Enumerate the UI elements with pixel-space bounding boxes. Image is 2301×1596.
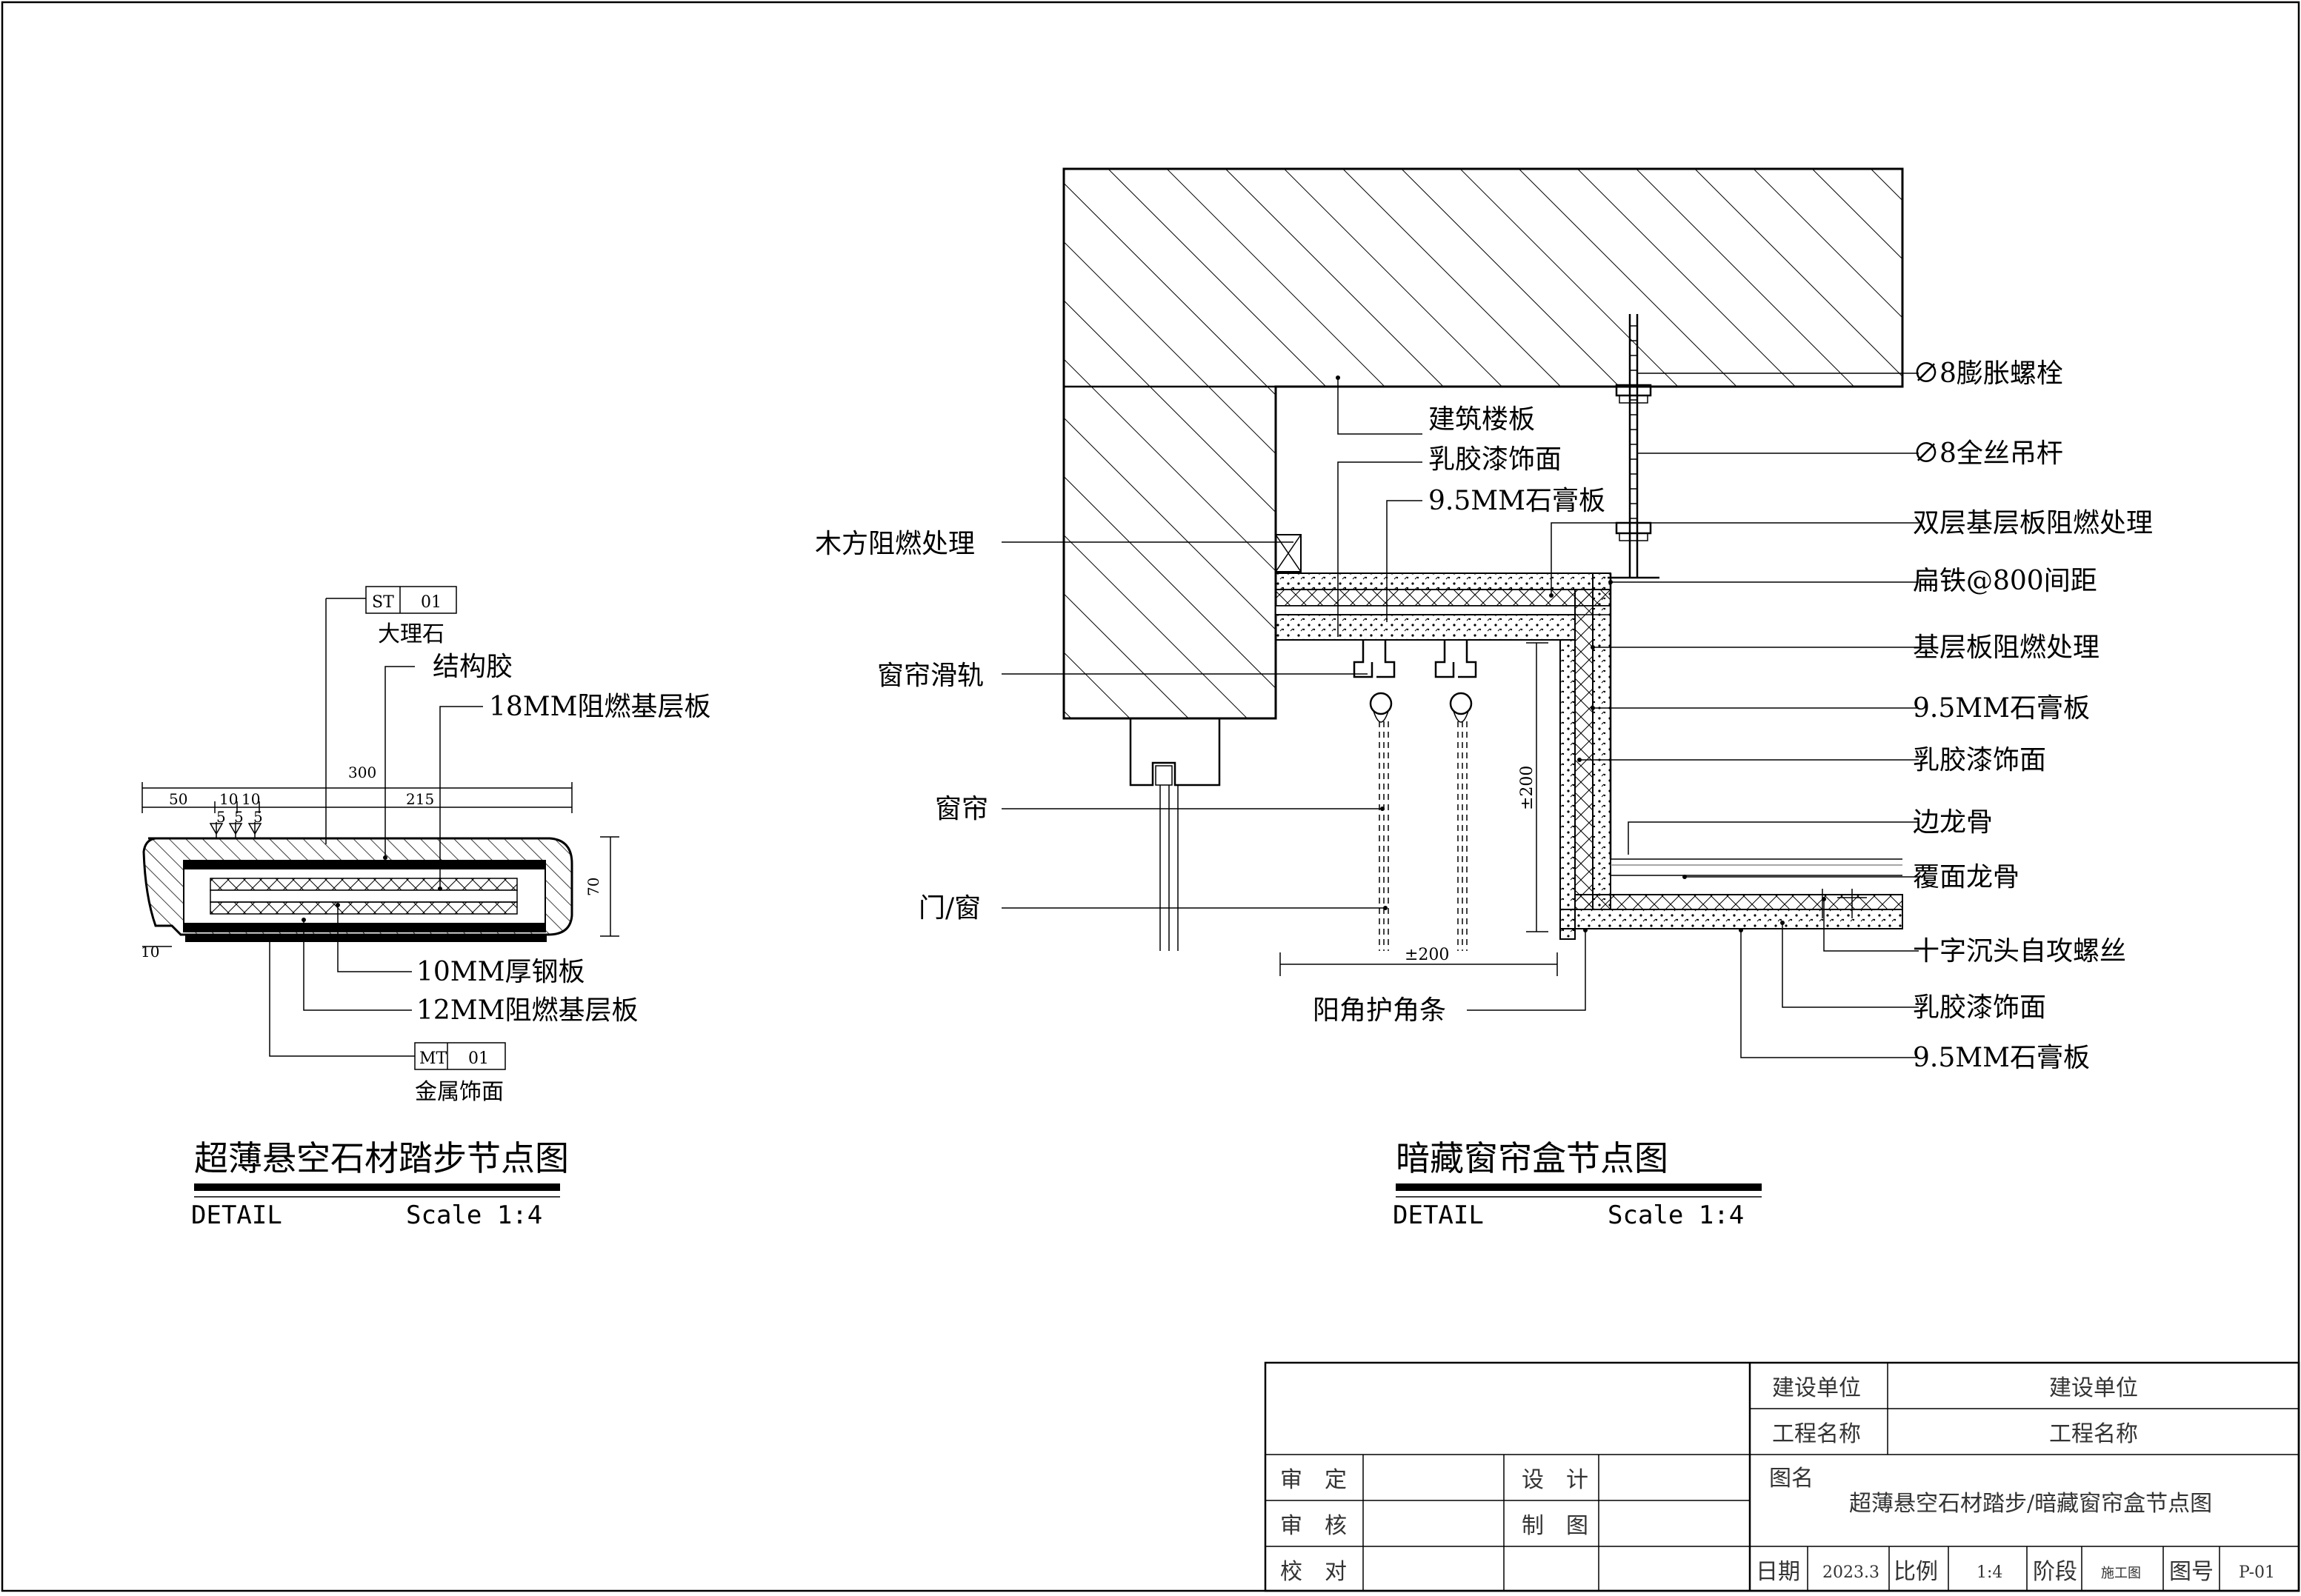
label-threaded-rod: ∅8全丝吊杆 bbox=[1913, 438, 2063, 469]
tb-review-label: 审 定 bbox=[1280, 1467, 1347, 1493]
curtain-right-leaders bbox=[1549, 373, 1919, 1058]
tb-client-value: 建设单位 bbox=[2049, 1375, 2138, 1401]
scale-label: Scale 1:4 bbox=[1608, 1201, 1744, 1230]
curtain-box-dimensions: ±200 ±200 bbox=[1279, 642, 1558, 976]
tag-caption-marble: 大理石 bbox=[378, 621, 444, 647]
material-tag-stone: ST 01 大理石 bbox=[325, 586, 457, 844]
curtain-box-detail: ±200 ±200 木方阻燃处理 窗帘滑轨 窗帘 门/窗 阳角护角条 bbox=[815, 167, 2153, 1230]
tag-code: MT bbox=[419, 1049, 447, 1068]
label-wood-block: 木方阻燃处理 bbox=[815, 529, 975, 559]
label-flat-iron: 扁铁@800间距 bbox=[1913, 566, 2097, 596]
tb-sheet-value: P-01 bbox=[2239, 1563, 2275, 1582]
curtain-top-leaders bbox=[1336, 375, 1422, 637]
label-expansion-bolt: ∅8膨胀螺栓 bbox=[1913, 358, 2063, 389]
tb-stage-value: 施工图 bbox=[2101, 1566, 2141, 1581]
tb-stage-label: 阶段 bbox=[2033, 1559, 2077, 1585]
tb-scale-value: 1:4 bbox=[1977, 1563, 2002, 1582]
tb-date-value: 2023.3 bbox=[1822, 1563, 1879, 1582]
tb-design-label: 设 计 bbox=[1522, 1467, 1588, 1493]
label-cover-keel: 覆面龙骨 bbox=[1913, 862, 2019, 892]
label-countersunk-screw: 十字沉头自攻螺丝 bbox=[1913, 936, 2126, 966]
wood-block bbox=[1275, 534, 1302, 572]
label-corner-guard: 阳角护角条 bbox=[1313, 995, 1446, 1026]
ceiling-board-horizontal bbox=[1275, 572, 1611, 641]
window-frame bbox=[1129, 718, 1221, 951]
tb-scale-label: 比例 bbox=[1894, 1559, 1938, 1585]
label-18mm-board: 18MM阻燃基层板 bbox=[489, 692, 711, 722]
dim-5c: 5 bbox=[253, 808, 263, 826]
label-curtain-rail: 窗帘滑轨 bbox=[877, 661, 984, 691]
label-door-window: 门/窗 bbox=[919, 893, 981, 924]
label-structural-glue: 结构胶 bbox=[433, 652, 513, 682]
label-latex-paint-side: 乳胶漆饰面 bbox=[1913, 745, 2046, 775]
title-block: 建设单位 建设单位 工程名称 工程名称 图名 超薄悬空石材踏步/暗藏窗帘盒节点图… bbox=[1264, 1361, 2300, 1592]
tb-proof-label: 校 对 bbox=[1280, 1559, 1347, 1585]
label-gypsum-top: 9.5MM石膏板 bbox=[1428, 486, 1605, 516]
tb-date-label: 日期 bbox=[1756, 1559, 1800, 1585]
label-edge-keel: 边龙骨 bbox=[1913, 807, 1993, 838]
tag-number: 01 bbox=[468, 1049, 489, 1068]
tb-project-value: 工程名称 bbox=[2049, 1421, 2138, 1447]
dim-300: 300 bbox=[348, 764, 376, 781]
curtain-left-leaders bbox=[1002, 541, 1588, 1011]
step-leaders bbox=[269, 666, 483, 1057]
material-tag-metal: MT 01 金属饰面 bbox=[414, 1042, 506, 1105]
tb-check-label: 审 核 bbox=[1280, 1513, 1347, 1539]
dim-vertical: ±200 bbox=[1518, 766, 1536, 810]
label-latex-paint-bottom: 乳胶漆饰面 bbox=[1913, 992, 2046, 1023]
dim-50: 50 bbox=[169, 790, 187, 808]
detail-title-curtain-box: 暗藏窗帘盒节点图 bbox=[1396, 1138, 1668, 1178]
curtain-tracks bbox=[1353, 640, 1477, 951]
label-gypsum-side: 9.5MM石膏板 bbox=[1913, 693, 2090, 724]
tb-client-label: 建设单位 bbox=[1772, 1375, 1861, 1401]
dim-10b: 10 bbox=[242, 790, 260, 808]
tag-caption-metal: 金属饰面 bbox=[415, 1079, 504, 1105]
stone-step-section bbox=[142, 822, 573, 942]
tag-code: ST bbox=[372, 593, 394, 612]
detail-title-stone-step: 超薄悬空石材踏步节点图 bbox=[194, 1138, 569, 1178]
label-base-board: 基层板阻燃处理 bbox=[1913, 632, 2099, 663]
label-double-board: 双层基层板阻燃处理 bbox=[1913, 508, 2153, 538]
dim-horizontal: ±200 bbox=[1405, 946, 1449, 964]
dim-215: 215 bbox=[406, 790, 434, 808]
ceiling-board-bottom bbox=[1559, 858, 1903, 929]
tb-drawing-name-label: 图名 bbox=[1769, 1466, 1814, 1492]
label-12mm-board: 12MM阻燃基层板 bbox=[416, 995, 639, 1026]
label-10mm-steel: 10MM厚钢板 bbox=[416, 957, 585, 987]
dim-10a: 10 bbox=[219, 790, 238, 808]
dim-5a: 5 bbox=[216, 808, 226, 826]
step-dimensions: 300 50 10 10 215 5 5 5 70 10 bbox=[141, 764, 619, 961]
label-floor-slab: 建筑楼板 bbox=[1428, 404, 1535, 435]
tb-sheet-label: 图号 bbox=[2169, 1559, 2214, 1585]
ceiling-board-vertical bbox=[1559, 572, 1612, 940]
dim-5b: 5 bbox=[234, 808, 244, 826]
label-latex-paint-top: 乳胶漆饰面 bbox=[1428, 444, 1562, 475]
tb-project-label: 工程名称 bbox=[1772, 1421, 1861, 1447]
detail-label: DETAIL bbox=[191, 1201, 282, 1230]
tag-number: 01 bbox=[421, 593, 442, 612]
tb-draw-label: 制 图 bbox=[1522, 1513, 1588, 1539]
tb-drawing-name-value: 超薄悬空石材踏步/暗藏窗帘盒节点图 bbox=[1849, 1491, 2212, 1517]
stone-step-detail: ST 01 大理石 300 50 10 10 215 5 5 5 bbox=[141, 586, 711, 1230]
dim-70: 70 bbox=[585, 878, 602, 896]
scale-label: Scale 1:4 bbox=[406, 1201, 542, 1230]
dim-10-bottom: 10 bbox=[141, 943, 159, 961]
label-gypsum-bottom: 9.5MM石膏板 bbox=[1913, 1043, 2090, 1073]
label-curtain: 窗帘 bbox=[935, 794, 988, 824]
detail-label: DETAIL bbox=[1393, 1201, 1484, 1230]
